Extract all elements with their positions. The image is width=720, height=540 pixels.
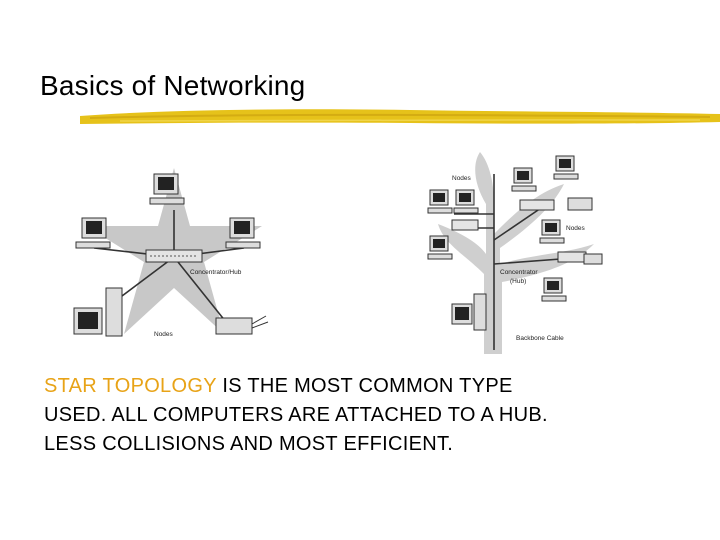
- hub-icon: [145, 249, 203, 263]
- highlight-text: STAR TOPOLOGY: [44, 375, 217, 397]
- nodes-label-right: Nodes: [566, 225, 586, 232]
- computer-icon: [511, 167, 537, 192]
- body-text: STAR TOPOLOGY IS THE MOST COMMON TYPE US…: [44, 372, 684, 459]
- computer-tower-icon: [73, 287, 123, 337]
- computer-icon: [541, 277, 567, 302]
- tree-topology-diagram: Nodes Nodes Concentrator (Hub) Backbone …: [427, 152, 603, 354]
- nodes-label: Nodes: [154, 331, 174, 338]
- computer-icon: [539, 219, 565, 244]
- hub-label-line1: Concentrator: [500, 269, 538, 276]
- body-line-1: STAR TOPOLOGY IS THE MOST COMMON TYPE: [44, 372, 684, 401]
- computer-icon: [149, 173, 185, 205]
- computer-icon: [225, 217, 261, 249]
- backbone-label: Backbone Cable: [516, 335, 564, 342]
- star-topology-diagram: Concentrator/Hub Nodes: [73, 168, 269, 338]
- computer-tower-icon: [451, 293, 487, 331]
- hub-label-line2: (Hub): [510, 278, 526, 285]
- slide-title: Basics of Networking: [40, 70, 306, 101]
- computer-icon: [75, 217, 111, 249]
- body-line-1-rest: IS THE MOST COMMON TYPE: [216, 375, 513, 397]
- computer-icon: [427, 235, 453, 260]
- computer-icon: [553, 155, 579, 180]
- computer-icon: [453, 189, 479, 214]
- computer-icon: [427, 189, 453, 214]
- body-line-2: USED. ALL COMPUTERS ARE ATTACHED TO A HU…: [44, 404, 548, 426]
- hub-label: Concentrator/Hub: [190, 269, 242, 276]
- printer-icon: [215, 315, 269, 335]
- nodes-label-top: Nodes: [452, 175, 472, 182]
- body-line-3: LESS COLLISIONS AND MOST EFFICIENT.: [44, 433, 454, 455]
- title-underline-brushstroke: [80, 109, 720, 124]
- printer-icon: [567, 197, 603, 265]
